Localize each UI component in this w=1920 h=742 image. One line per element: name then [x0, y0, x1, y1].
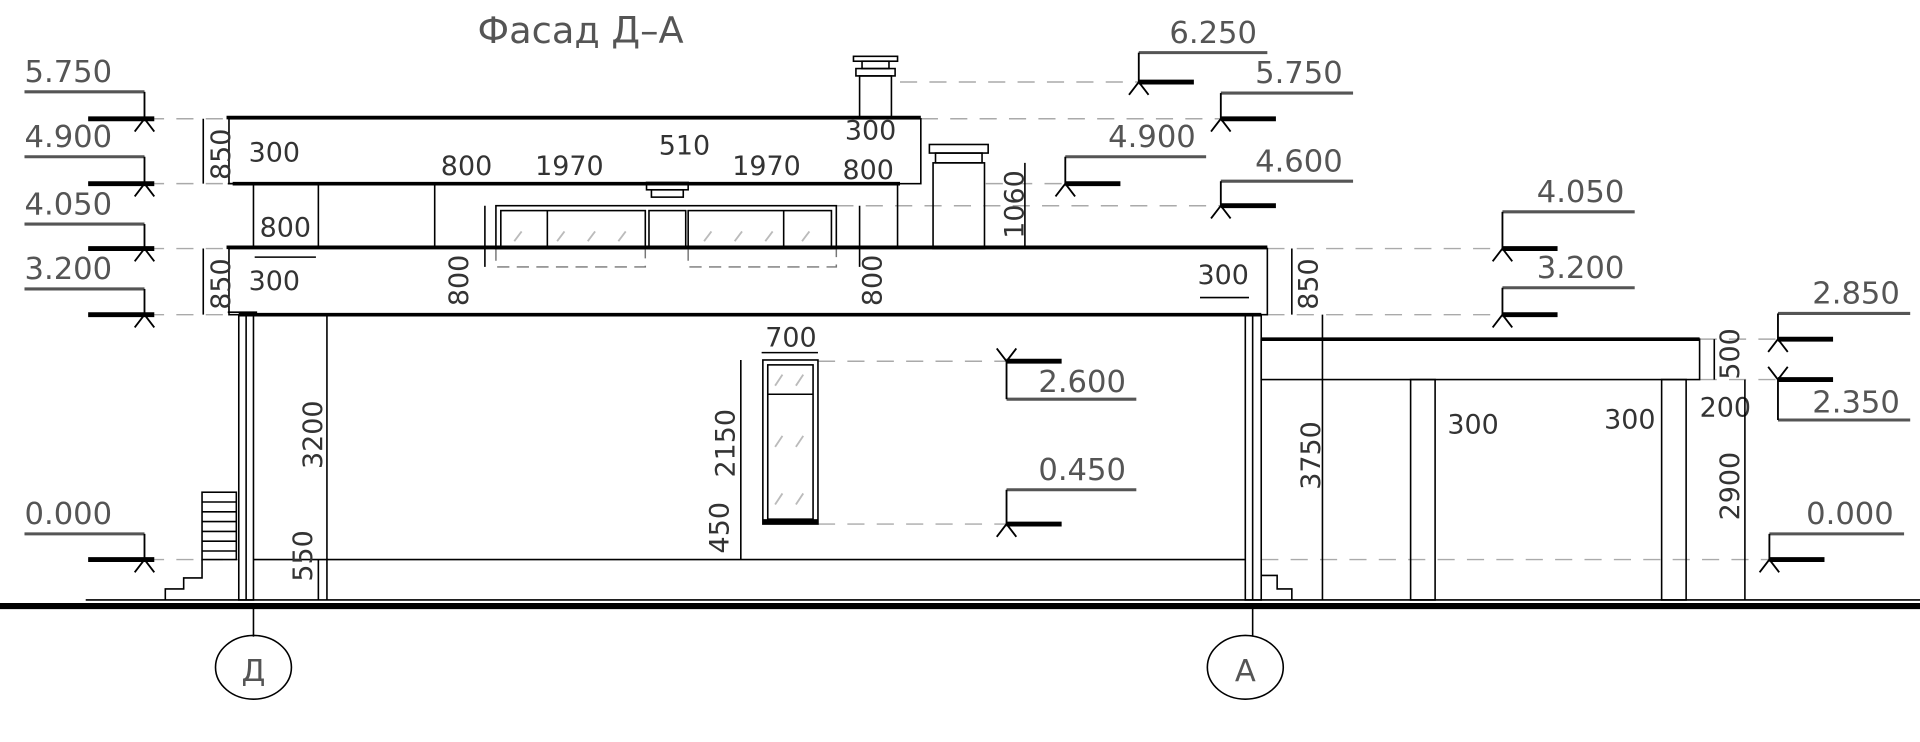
dim-label: 1970 — [732, 151, 801, 182]
dim-label: 200 — [1700, 392, 1751, 423]
elevation-mark: 0.000 — [1758, 497, 1905, 573]
chimney — [852, 55, 899, 119]
elevation-label: 0.000 — [1806, 497, 1894, 532]
elevation-marks-left: 5.750 4.900 4.050 3.200 0.000 — [24, 55, 156, 573]
svg-text:А: А — [1235, 654, 1256, 689]
dim-label: 300 — [1604, 405, 1655, 436]
elevation-mark: 4.600 — [1210, 144, 1354, 219]
elevation-mark: 4.050 — [1491, 175, 1635, 262]
elevation-label: 2.850 — [1812, 277, 1900, 312]
elevation-mark: 0.000 — [24, 497, 156, 573]
elevation-label: 3.200 — [1537, 251, 1625, 286]
dim-label: 1060 — [1000, 170, 1031, 239]
dim-label: 800 — [842, 155, 893, 186]
elevation-label: 4.050 — [1537, 175, 1625, 210]
entrance-stair — [164, 491, 1293, 600]
vent-stack — [928, 143, 989, 250]
dim-label: 700 — [765, 323, 816, 354]
dim-label: 850 — [206, 129, 237, 180]
elevation-mark: 5.750 — [1210, 56, 1354, 133]
dim-label: 1970 — [535, 151, 604, 182]
axis-marker-d: Д — [214, 608, 293, 700]
dim-label: 510 — [659, 130, 710, 161]
elevation-mark: 2.350 — [1767, 366, 1911, 422]
dim-label: 3200 — [298, 400, 329, 469]
dim-label: 300 — [1198, 260, 1249, 291]
elevation-label: 0.000 — [24, 497, 112, 532]
dim-label: 300 — [845, 116, 896, 147]
drawing-title: Фасад Д–А — [478, 9, 684, 52]
elevation-mark: 2.850 — [1767, 277, 1911, 353]
dim-label: 850 — [206, 258, 237, 309]
dim-label: 800 — [858, 255, 889, 306]
elevation-label: 5.750 — [24, 55, 112, 90]
elevation-label: 2.600 — [1038, 365, 1126, 400]
elevation-mark: 2.600 — [996, 347, 1137, 401]
elevation-label: 4.900 — [1108, 120, 1196, 155]
dim-label: 2900 — [1715, 452, 1746, 521]
elevation-mark: 3.200 — [24, 252, 156, 328]
elevation-label: 0.450 — [1038, 453, 1126, 488]
axis-marker-a: А — [1206, 608, 1285, 700]
svg-text:Д: Д — [242, 654, 266, 689]
dim-label: 300 — [249, 138, 300, 169]
elevation-label: 6.250 — [1169, 16, 1257, 51]
dim-label: 800 — [441, 151, 492, 182]
elevation-label: 5.750 — [1255, 56, 1343, 91]
dim-label: 300 — [1447, 409, 1498, 440]
elevation-mark: 4.050 — [24, 187, 156, 262]
elevation-mark: 4.900 — [24, 120, 156, 197]
dim-label: 850 — [1294, 258, 1325, 309]
elevation-label: 4.900 — [24, 120, 112, 155]
clerestory-window — [495, 181, 838, 268]
elevation-label: 2.350 — [1812, 386, 1900, 421]
dim-label: 450 — [705, 502, 736, 553]
dim-label: 300 — [249, 266, 300, 297]
dimensions-horizontal: 300 800 1970 510 1970 300 800 800 300 30… — [202, 116, 1751, 600]
dim-label: 3750 — [1296, 421, 1327, 490]
elevation-mark: 0.450 — [996, 453, 1137, 538]
elevation-label: 4.600 — [1255, 144, 1343, 179]
dim-label: 500 — [1715, 328, 1746, 379]
elevation-mark: 6.250 — [1128, 16, 1268, 96]
dim-label: 800 — [260, 212, 311, 243]
elevation-label: 4.050 — [24, 187, 112, 222]
elevation-mark: 5.750 — [24, 55, 156, 133]
elevation-mark: 3.200 — [1491, 251, 1635, 328]
dim-label: 550 — [288, 530, 319, 581]
dim-label: 800 — [444, 255, 475, 306]
tall-window — [762, 359, 819, 525]
elevation-label: 3.200 — [24, 252, 112, 287]
dim-label: 2150 — [711, 409, 742, 478]
dimensions-vertical: 850 850 800 800 1060 850 3200 550 2150 4… — [206, 129, 1746, 582]
canopy — [1260, 337, 1701, 601]
elevation-marks-right: 6.250 5.750 4.900 4.600 4.050 3.200 2.850 2.350… — [996, 16, 1911, 573]
elevation-mark: 4.900 — [1054, 120, 1207, 197]
